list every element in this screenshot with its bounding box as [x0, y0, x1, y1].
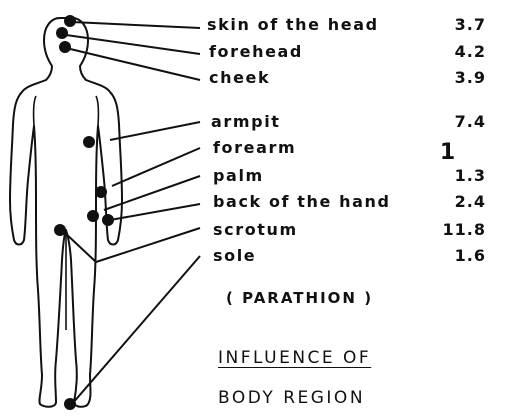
dot-back-of-hand — [102, 214, 114, 226]
leader-cheek — [66, 48, 200, 80]
label-back-of-hand: back of the hand — [213, 192, 391, 211]
label-forehead: forehead — [209, 42, 303, 61]
title-line-2: BODY REGION — [218, 388, 365, 408]
dot-skin-of-head — [64, 15, 76, 27]
value-skin-of-head: 3.7 — [426, 15, 486, 34]
dot-palm — [87, 210, 99, 222]
value-cheek: 3.9 — [426, 68, 486, 87]
leader-armpit — [110, 122, 200, 140]
dot-forearm — [95, 186, 107, 198]
value-back-of-hand: 2.4 — [426, 192, 486, 211]
dot-forehead — [56, 27, 68, 39]
value-forehead: 4.2 — [426, 42, 486, 61]
label-skin-of-head: skin of the head — [207, 15, 379, 34]
value-scrotum: 11.8 — [426, 220, 486, 239]
leader-back-of-hand — [110, 204, 200, 220]
dot-sole — [64, 398, 76, 410]
right-arm-inner-line — [96, 96, 98, 126]
dot-cheek — [59, 41, 71, 53]
leader-palm — [104, 176, 200, 210]
label-palm: palm — [213, 166, 264, 185]
label-sole: sole — [213, 246, 256, 265]
leader-skin-of-head — [72, 22, 200, 28]
label-scrotum: scrotum — [213, 220, 298, 239]
value-armpit: 7.4 — [426, 112, 486, 131]
value-palm: 1.3 — [426, 166, 486, 185]
value-sole: 1.6 — [426, 246, 486, 265]
label-forearm: forearm — [213, 138, 296, 157]
compound-label: ( PARATHION ) — [226, 289, 373, 307]
label-armpit: armpit — [211, 112, 281, 131]
dot-armpit — [83, 136, 95, 148]
title-line-1: INFLUENCE OF — [218, 348, 371, 368]
left-arm-inner-line — [34, 96, 36, 126]
dot-scrotum — [54, 224, 66, 236]
body-outline — [10, 18, 122, 407]
site-dots — [54, 15, 114, 410]
value-forearm: 1 — [418, 140, 478, 165]
label-cheek: cheek — [209, 68, 270, 87]
